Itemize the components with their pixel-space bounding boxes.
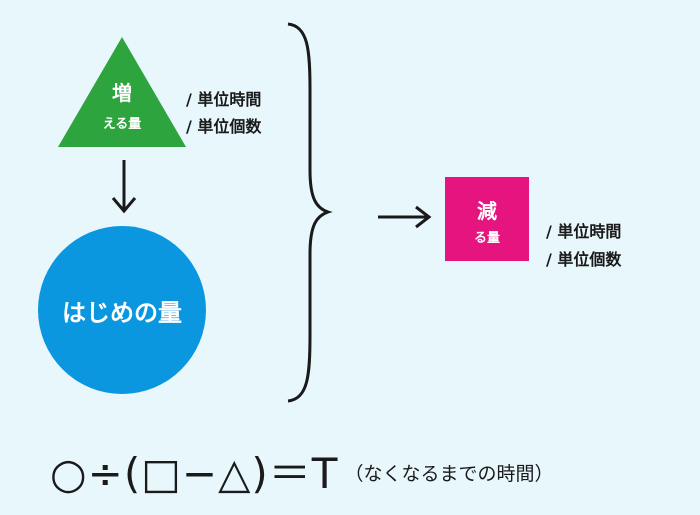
- formula: ○÷(□−△)＝T （なくなるまでの時間）: [50, 445, 554, 498]
- square-main-label: 減: [477, 199, 497, 223]
- triangle-shape: [58, 37, 186, 147]
- right-arrow-icon: [378, 205, 432, 229]
- initial-amount-circle: はじめの量: [38, 226, 206, 394]
- square-sub-label: る量: [473, 231, 500, 246]
- decrease-square: 減 る量: [445, 177, 529, 261]
- circle-label: はじめの量: [62, 298, 182, 327]
- square-unit-count: / 単位個数: [546, 250, 622, 269]
- increase-triangle: 増 える量: [58, 37, 186, 147]
- curly-brace: [287, 22, 333, 403]
- formula-note: （なくなるまでの時間）: [344, 462, 554, 485]
- triangle-unit-time: / 単位時間: [186, 90, 262, 109]
- triangle-unit-count: / 単位個数: [186, 117, 262, 136]
- down-arrow-icon: [111, 160, 137, 214]
- formula-expression: ○÷(□−△)＝T: [50, 448, 339, 498]
- square-unit-time: / 単位時間: [546, 222, 622, 241]
- triangle-main-label: 増: [112, 81, 132, 105]
- triangle-sub-label: える量: [102, 117, 142, 132]
